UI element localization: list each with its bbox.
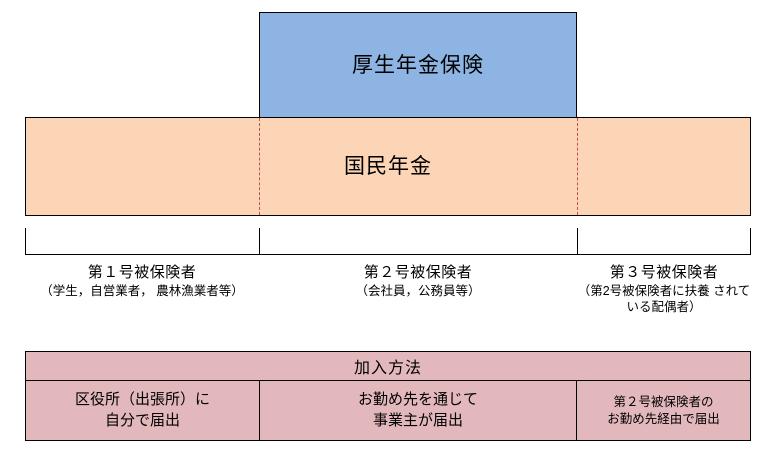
insured-category-3-title: 第３号被保険者 [609, 264, 719, 281]
enrollment-method-cell-3: 第２号被保険者の お勤め先経由で届出 [607, 394, 720, 426]
enrollment-method-header-label: 加入方法 [353, 360, 422, 377]
insured-category-2-title: 第２号被保険者 [363, 264, 473, 281]
category-bracket-tick-2 [577, 228, 578, 255]
category-dashed-divider-2 [577, 118, 578, 215]
insured-category-1-title: 第１号被保険者 [87, 264, 197, 281]
category-dashed-divider-1 [259, 118, 260, 215]
insured-category-3-subtitle: （第2号被保険者に扶養 されている配偶者） [577, 284, 751, 315]
insured-category-1: 第１号被保険者 （学生，自営業者， 農林漁業者等） [25, 263, 259, 299]
enrollment-method-cell-2: お勤め先を通じて 事業主が届出 [260, 381, 577, 440]
category-bracket [25, 228, 751, 255]
insured-category-3: 第３号被保険者 （第2号被保険者に扶養 されている配偶者） [577, 263, 751, 315]
national-pension-box: 国民年金 [25, 117, 751, 216]
enrollment-method-header: 加入方法 [26, 352, 750, 381]
category-bracket-tick-1 [259, 228, 260, 255]
national-pension-label: 国民年金 [344, 155, 432, 178]
enrollment-method-row: 区役所（出張所）に 自分で届出 お勤め先を通じて 事業主が届出 第２号被保険者の… [26, 381, 750, 440]
employees-pension-insurance-label: 厚生年金保険 [352, 53, 484, 77]
enrollment-method-table: 加入方法 区役所（出張所）に 自分で届出 お勤め先を通じて 事業主が届出 第２号… [25, 351, 751, 441]
enrollment-method-cell-1: 区役所（出張所）に 自分で届出 [26, 381, 260, 440]
employees-pension-insurance-box: 厚生年金保険 [259, 12, 577, 118]
insured-category-1-subtitle: （学生，自営業者， 農林漁業者等） [40, 284, 244, 299]
insured-category-2-subtitle: （会社員，公務員等） [355, 284, 481, 299]
insured-category-2: 第２号被保険者 （会社員，公務員等） [259, 263, 577, 299]
